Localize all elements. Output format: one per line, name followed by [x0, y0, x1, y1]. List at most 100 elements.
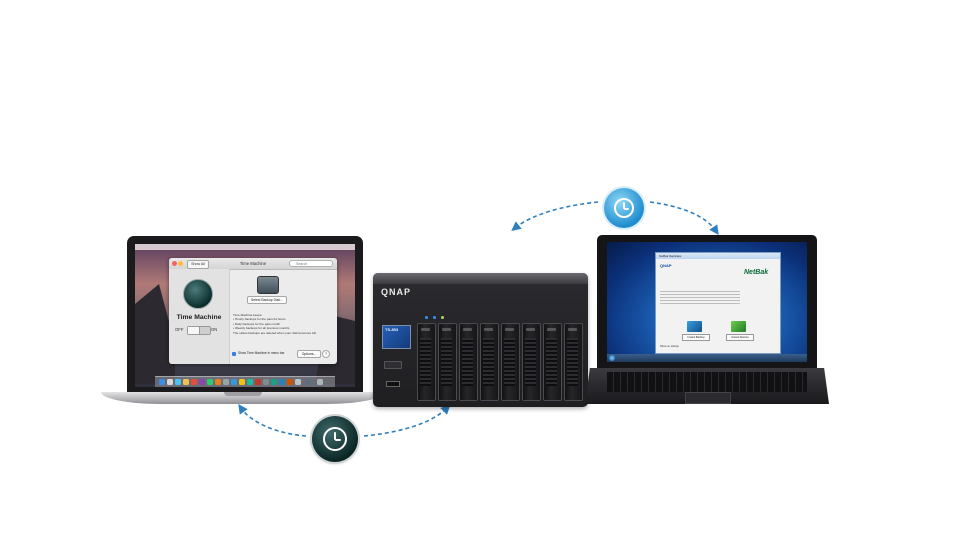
drive-bay[interactable]	[564, 323, 583, 401]
show-in-menu-bar-label: Show Time Machine in menu bar	[238, 351, 285, 355]
time-machine-keeps-info: Time Machine keeps: • Hourly backups for…	[233, 313, 333, 335]
show-all-button[interactable]: Show All	[187, 260, 209, 269]
window-titlebar: Show All Time Machine Search	[169, 258, 337, 270]
toggle-on-label: ON	[211, 327, 218, 332]
help-button[interactable]: ?	[322, 350, 330, 358]
instant-backup-card: Instant Backup	[682, 321, 710, 341]
windows-laptop: NetBak Replicator QNAP NetBak Instant Ba…	[597, 235, 817, 368]
clock-face	[323, 427, 347, 451]
dock-app-icon[interactable]	[279, 379, 285, 385]
drive-bay[interactable]	[438, 323, 457, 401]
arrow-mac-to-nas-right	[363, 404, 451, 437]
clock-hand	[335, 439, 341, 441]
dock-app-icon[interactable]	[175, 379, 181, 385]
time-machine-window: Show All Time Machine Search Time Machin…	[169, 258, 337, 364]
start-button[interactable]	[609, 355, 615, 361]
netbak-titlebar: NetBak Replicator	[656, 253, 780, 259]
dock-app-icon[interactable]	[295, 379, 301, 385]
mac-dock	[155, 376, 335, 387]
app-name: Time Machine	[176, 314, 222, 321]
restore-icon	[731, 321, 746, 332]
drive-bay[interactable]	[522, 323, 541, 401]
clock-face	[614, 198, 634, 218]
keeps-line: • Weekly backups for all previous months	[233, 326, 290, 331]
status-led	[425, 316, 428, 319]
select-backup-disk-button[interactable]: Select Backup Disk...	[247, 296, 287, 304]
keeps-line: • Daily backups for the past month	[233, 321, 280, 326]
search-field[interactable]: Search	[289, 260, 333, 267]
mac-menu-bar	[135, 244, 355, 250]
nas-lcd-panel: TS-853	[382, 325, 411, 349]
dock-app-icon[interactable]	[167, 379, 173, 385]
dock-app-icon[interactable]	[191, 379, 197, 385]
netbak-replicator-window: NetBak Replicator QNAP NetBak Instant Ba…	[655, 252, 781, 354]
nas-lcd-model: TS-853	[385, 327, 399, 332]
backup-disk-icon	[257, 276, 279, 294]
usb-port	[386, 381, 400, 387]
instant-restore-button[interactable]: Instant Restore	[726, 334, 754, 341]
drive-bay[interactable]	[417, 323, 436, 401]
dock-app-icon[interactable]	[271, 379, 277, 385]
keeps-line: The oldest backups are deleted when your…	[233, 330, 317, 335]
instant-backup-button[interactable]: Instant Backup	[682, 334, 710, 341]
dock-app-icon[interactable]	[287, 379, 293, 385]
macbook-notch	[224, 392, 262, 396]
trash-icon[interactable]	[317, 379, 323, 385]
keeps-line: • Hourly backups for the past 24 hours	[233, 317, 286, 322]
dock-app-icon[interactable]	[183, 379, 189, 385]
arrow-mac-to-nas-left	[238, 404, 307, 437]
netbak-logo: NetBak	[744, 269, 769, 276]
nas-top-panel	[373, 273, 588, 284]
keyboard	[607, 372, 807, 392]
close-button[interactable]	[172, 261, 177, 266]
dock-app-icon[interactable]	[255, 379, 261, 385]
windows-taskbar	[607, 354, 807, 362]
netbak-brand: QNAP	[660, 263, 672, 268]
time-machine-toggle[interactable]	[187, 326, 211, 335]
dock-app-icon[interactable]	[159, 379, 165, 385]
backup-clock-icon	[604, 188, 644, 228]
dock-app-icon[interactable]	[305, 379, 311, 385]
dock-app-icon[interactable]	[231, 379, 237, 385]
status-led	[433, 316, 436, 319]
arrow-nas-to-windows-left	[511, 201, 599, 231]
macbook-laptop: Show All Time Machine Search Time Machin…	[127, 236, 363, 393]
netbak-description	[660, 291, 740, 305]
keeps-heading: Time Machine keeps:	[233, 313, 263, 317]
window-title: Time Machine	[239, 261, 267, 266]
drive-bay[interactable]	[459, 323, 478, 401]
instant-restore-card: Instant Restore	[726, 321, 754, 341]
windows-screen: NetBak Replicator QNAP NetBak Instant Ba…	[607, 242, 807, 362]
show-in-menu-bar-checkbox[interactable]	[232, 352, 236, 356]
dock-app-icon[interactable]	[247, 379, 253, 385]
options-button[interactable]: Options...	[297, 350, 321, 358]
minimize-button[interactable]	[178, 261, 183, 266]
dock-app-icon[interactable]	[215, 379, 221, 385]
drive-bay[interactable]	[480, 323, 499, 401]
dock-app-icon[interactable]	[239, 379, 245, 385]
dock-app-icon[interactable]	[263, 379, 269, 385]
dock-app-icon[interactable]	[207, 379, 213, 385]
macbook-base	[101, 392, 385, 404]
clock-hand	[623, 202, 625, 209]
macbook-screen: Show All Time Machine Search Time Machin…	[135, 244, 355, 387]
drive-bay[interactable]	[543, 323, 562, 401]
dock-app-icon[interactable]	[223, 379, 229, 385]
clock-hand	[334, 432, 336, 440]
backup-icon	[687, 321, 702, 332]
toggle-knob	[188, 327, 200, 334]
touchpad	[685, 392, 731, 404]
nas-brand-logo: QNAP	[381, 287, 412, 297]
toggle-off-label: OFF	[175, 327, 184, 332]
dock-app-icon[interactable]	[199, 379, 205, 385]
qnap-nas: QNAP TS-853	[373, 273, 588, 407]
status-led	[441, 316, 444, 319]
time-machine-clock-icon	[312, 416, 358, 462]
show-on-startup-checkbox[interactable]: Show on startup	[660, 345, 679, 348]
arrow-nas-to-windows-right	[649, 201, 719, 235]
nas-copy-button[interactable]	[384, 361, 402, 369]
time-machine-sidebar: Time Machine OFF ON	[169, 269, 230, 364]
drive-bay[interactable]	[501, 323, 520, 401]
clock-hand	[624, 208, 629, 210]
